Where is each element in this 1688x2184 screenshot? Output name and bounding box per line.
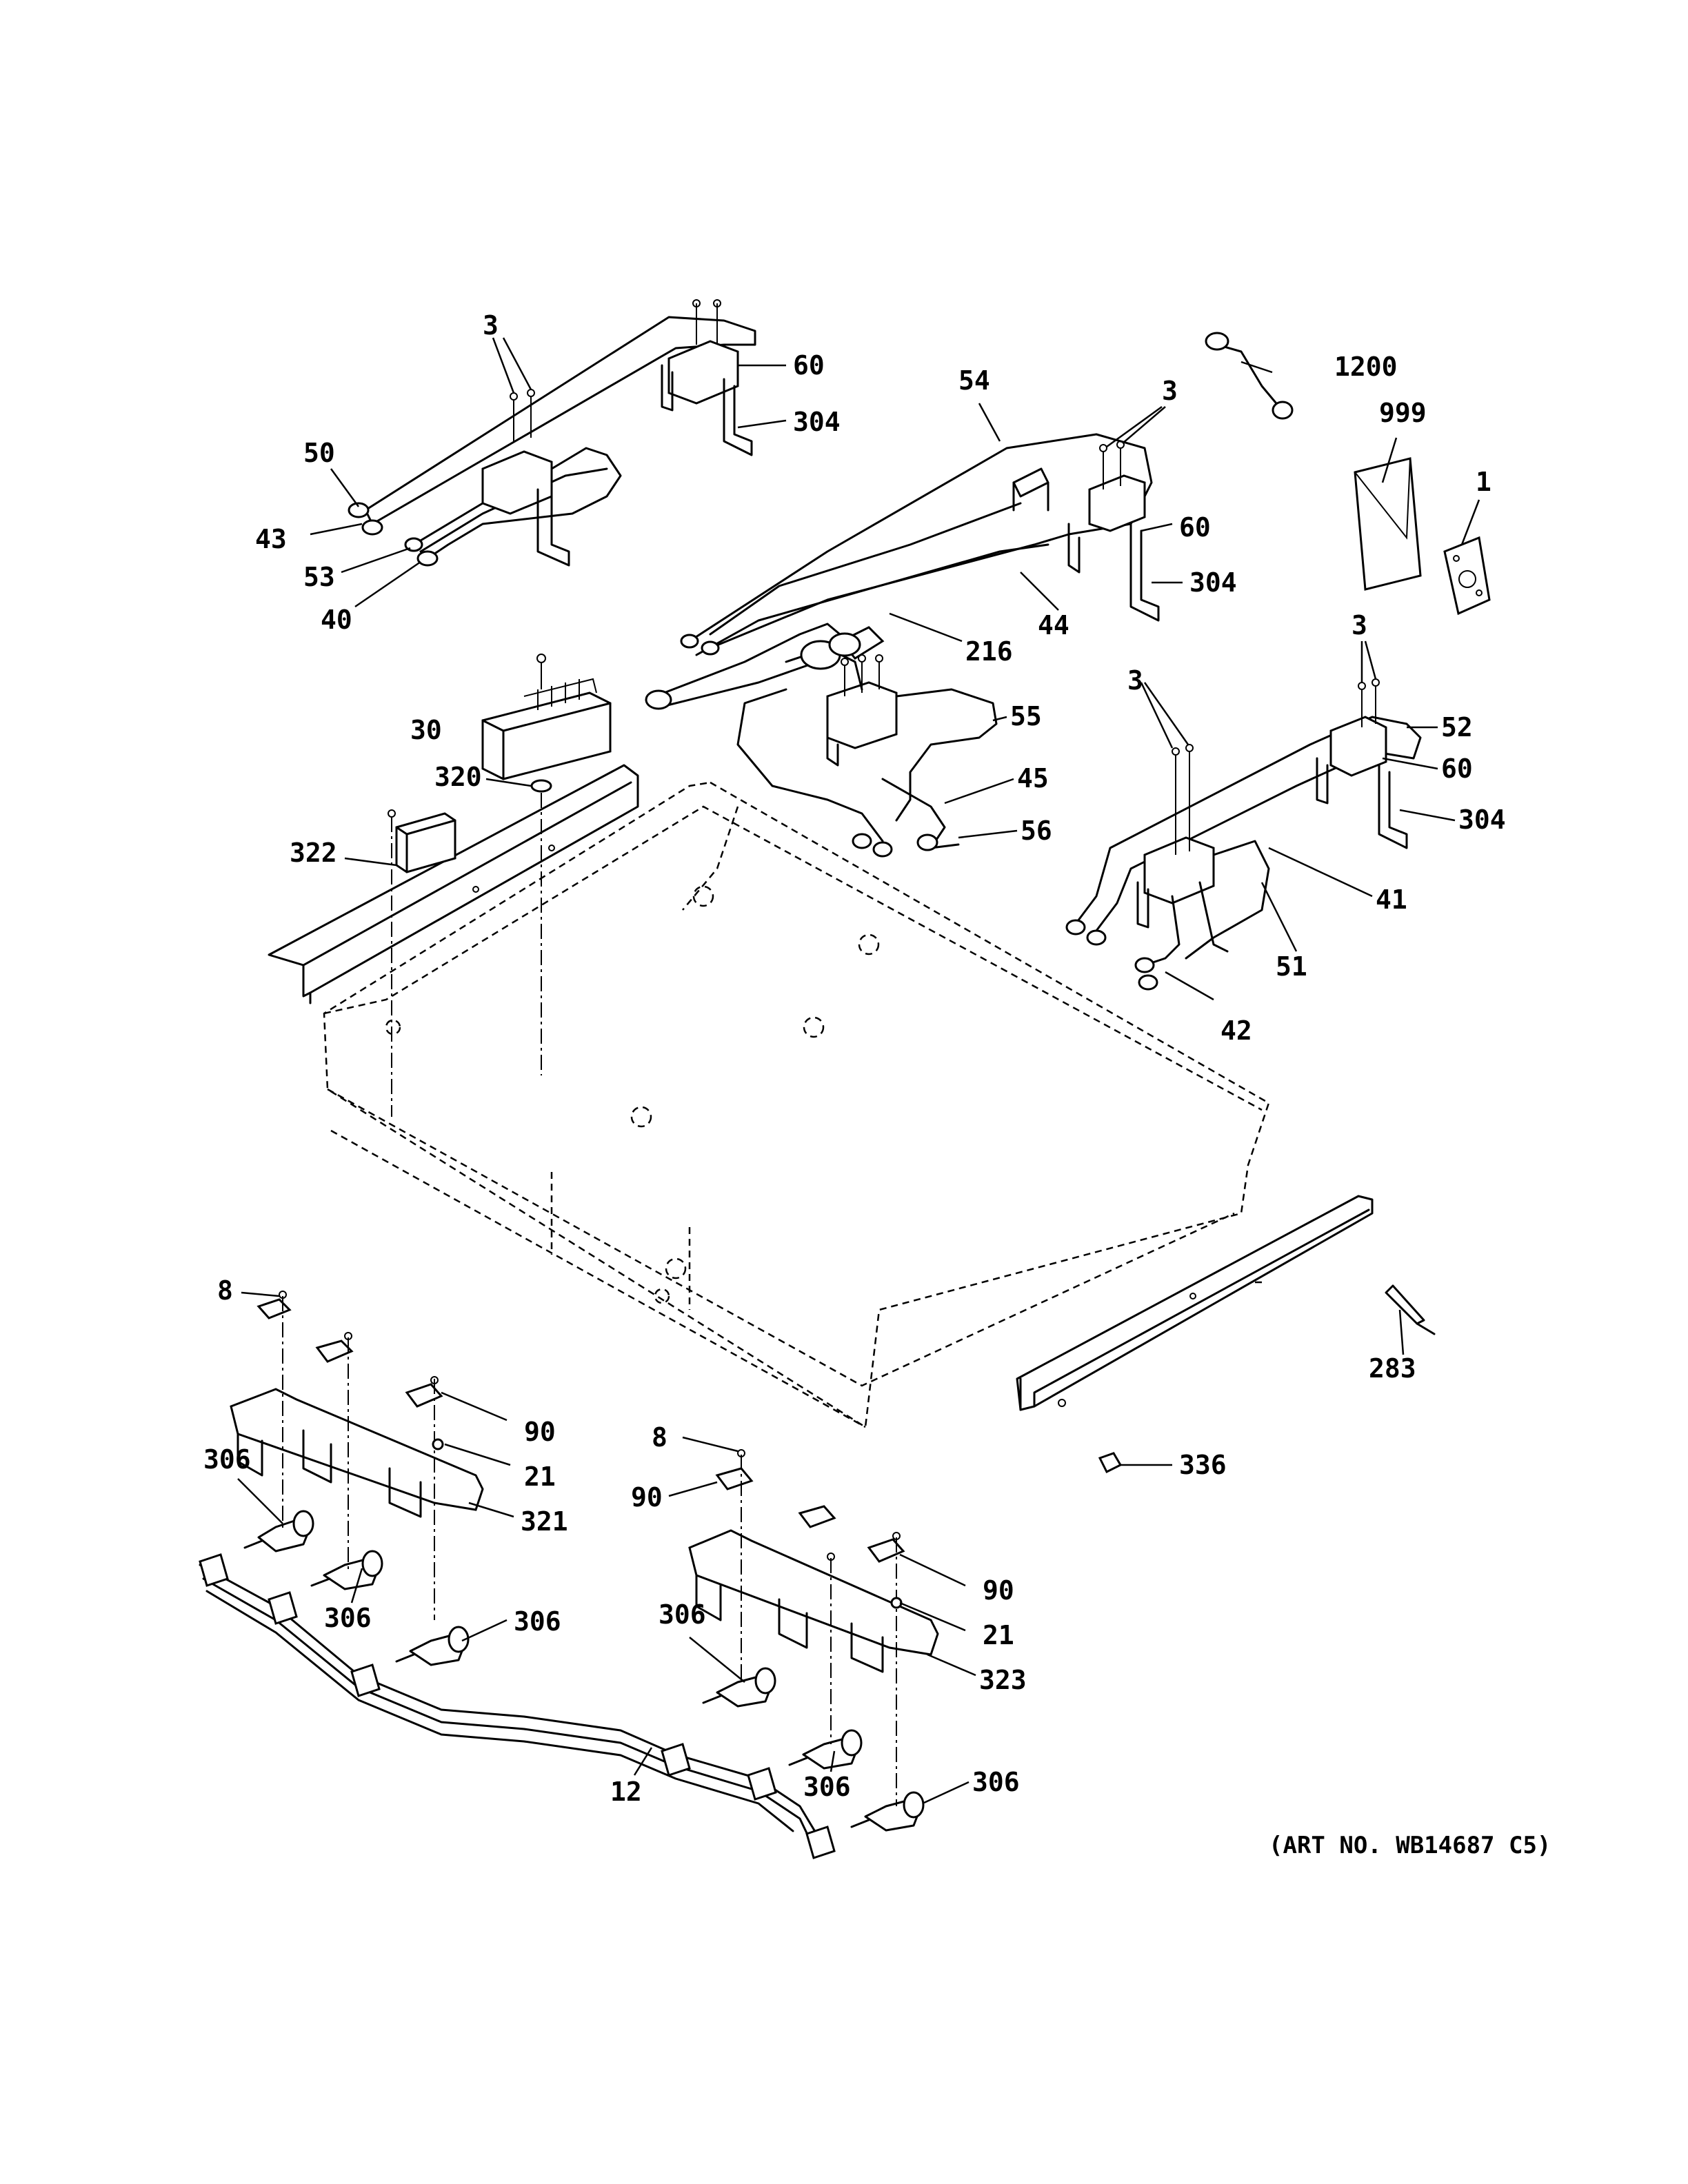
document-999 [1354,457,1422,591]
callout-43: 43 [255,524,287,554]
manifold-right [688,1449,939,1806]
burner-valves-right [702,1667,925,1832]
callout-42: 42 [1220,1015,1252,1046]
callout-323: 323 [979,1665,1027,1695]
callout-306-right-a: 306 [659,1599,706,1630]
valve-assembly-right [1065,678,1422,991]
callout-21-left: 21 [524,1462,556,1492]
rear-rail [1016,1195,1374,1411]
igniter-harness-12 [199,1553,836,1859]
callout-3-right-upper: 3 [1352,610,1367,640]
callout-40: 40 [321,605,352,635]
callout-306-left-c: 306 [514,1606,561,1637]
valve-assembly-center [736,632,998,858]
callout-283: 283 [1369,1353,1416,1384]
callout-999: 999 [1379,398,1427,428]
callout-90-right-a: 90 [631,1482,663,1513]
callout-60-upper-left: 60 [793,350,825,381]
callout-1: 1 [1476,467,1491,497]
part-283 [1385,1284,1436,1335]
callout-336: 336 [1179,1450,1227,1480]
callout-90-left: 90 [524,1417,556,1447]
board-1 [1443,536,1491,616]
callout-90-right-b: 90 [983,1575,1014,1606]
clip-336 [1098,1452,1123,1474]
callout-labels: 3 60 304 50 43 53 40 54 3 60 304 44 216 … [203,310,1506,1807]
valve-assembly-upper-middle [645,433,1160,710]
callout-1200: 1200 [1334,352,1398,382]
callout-216: 216 [965,636,1013,667]
callout-56: 56 [1021,816,1052,846]
callout-8-left: 8 [217,1275,233,1306]
callout-52: 52 [1441,712,1473,742]
callout-320: 320 [434,762,482,792]
callout-321: 321 [521,1506,568,1537]
callout-60-right: 60 [1441,754,1473,784]
callout-306-left-a: 306 [203,1444,251,1475]
leader-lines [237,337,1480,1804]
callout-51: 51 [1276,951,1307,982]
callout-322: 322 [290,838,337,868]
callout-306-right-b: 306 [803,1772,851,1802]
burner-box-housing [323,781,1270,1429]
callout-53: 53 [303,562,335,592]
burner-valves-left [243,1510,470,1666]
callout-41: 41 [1376,884,1407,915]
callout-304-upper-middle: 304 [1189,567,1237,598]
callout-8-right: 8 [652,1422,667,1453]
callout-304-upper-left: 304 [793,407,841,437]
front-rail [268,764,639,1004]
callout-306-left-b: 306 [324,1603,372,1633]
callout-55: 55 [1010,701,1042,731]
callout-3-right-lower: 3 [1127,665,1143,696]
transformer-322 [388,809,456,1117]
manifold-left [230,1291,484,1620]
spark-module-30 [481,654,612,1075]
callout-304-right: 304 [1458,805,1506,835]
valve-assembly-upper-left [348,299,756,567]
callout-21-right: 21 [983,1620,1014,1650]
callout-54: 54 [958,365,990,396]
callout-12: 12 [610,1777,642,1807]
callout-45: 45 [1017,763,1049,793]
callout-3-upper-left: 3 [483,310,499,341]
callout-30: 30 [410,715,442,745]
art-number: (ART NO. WB14687 C5) [1269,1832,1551,1859]
callout-3-upper-middle: 3 [1162,376,1178,406]
callout-44: 44 [1038,610,1069,640]
callout-50: 50 [303,438,335,468]
harness-1200 [1205,332,1294,420]
callout-60-upper-middle: 60 [1179,512,1211,543]
callout-306-right-c: 306 [972,1767,1020,1797]
